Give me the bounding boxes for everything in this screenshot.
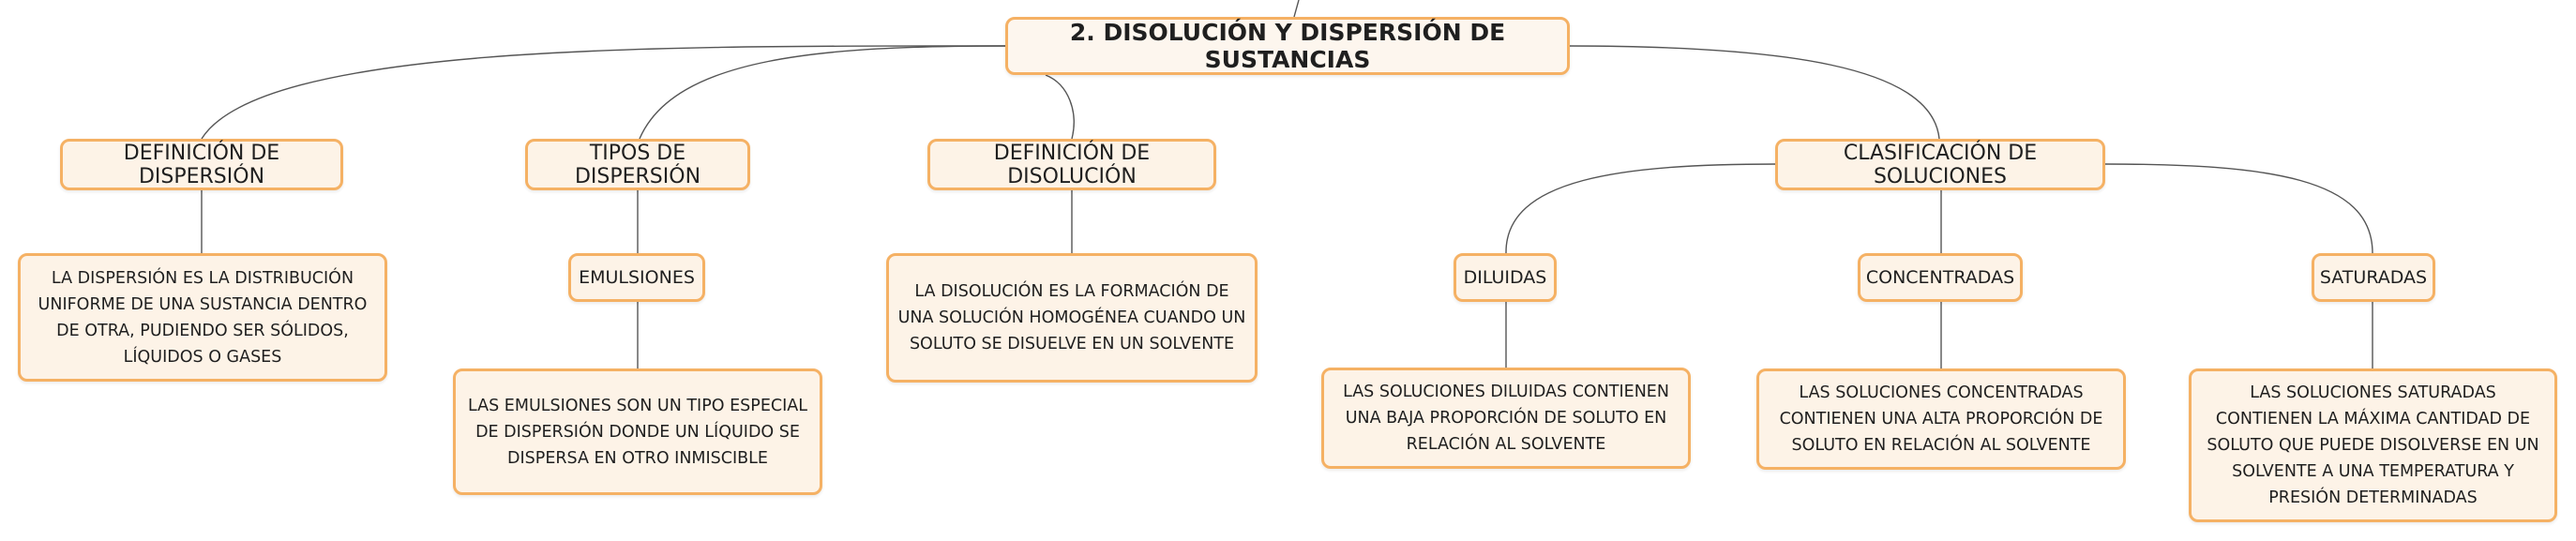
detail-diluidas[interactable]: LAS SOLUCIONES DILUIDAS CONTIENEN UNA BA… [1321, 368, 1691, 469]
subtopic-saturadas[interactable]: SATURADAS [2312, 253, 2435, 302]
connector-root-parent [1293, 0, 1300, 18]
topic-label: DEFINICIÓN DE DISOLUCIÓN [993, 141, 1151, 188]
connector-root-clasificacion [1567, 45, 1940, 140]
detail-concentradas[interactable]: LAS SOLUCIONES CONCENTRADAS CONTIENEN UN… [1756, 368, 2126, 470]
subtopic-label: EMULSIONES [579, 267, 695, 288]
detail-emulsiones[interactable]: LAS EMULSIONES SON UN TIPO ESPECIAL DE D… [453, 368, 822, 495]
detail-text: LAS SOLUCIONES DILUIDAS CONTIENEN UNA BA… [1343, 383, 1669, 454]
detail-definicion-dispersion[interactable]: LA DISPERSIÓN ES LA DISTRIBUCIÓN UNIFORM… [18, 253, 387, 382]
connector-clasificacion-diluidas [1505, 163, 1778, 254]
topic-clasificacion-soluciones[interactable]: CLASIFICACIÓN DE SOLUCIONES [1775, 139, 2105, 190]
detail-text: LAS SOLUCIONES CONCENTRADAS CONTIENEN UN… [1779, 383, 2103, 455]
detail-text: LA DISPERSIÓN ES LA DISTRIBUCIÓN UNIFORM… [38, 268, 368, 367]
connector-root-definicion-disolucion [1045, 74, 1075, 140]
connector-root-definicion-dispersion [201, 45, 1006, 140]
connector-clasificacion-saturadas [2104, 163, 2373, 254]
subtopic-label: CONCENTRADAS [1865, 267, 2015, 288]
subtopic-emulsiones[interactable]: EMULSIONES [568, 253, 705, 302]
topic-tipos-dispersion[interactable]: TIPOS DE DISPERSIÓN [525, 139, 750, 190]
detail-saturadas[interactable]: LAS SOLUCIONES SATURADAS CONTIENEN LA MÁ… [2189, 368, 2557, 522]
detail-text: LAS EMULSIONES SON UN TIPO ESPECIAL DE D… [468, 396, 807, 468]
subtopic-label: SATURADAS [2319, 267, 2428, 288]
topic-label: DEFINICIÓN DE DISPERSIÓN [123, 141, 280, 188]
detail-text: LA DISOLUCIÓN ES LA FORMACIÓN DE UNA SOL… [897, 282, 1246, 353]
root-label: 2. DISOLUCIÓN Y DISPERSIÓN DE SUSTANCIAS [1069, 19, 1506, 73]
subtopic-label: DILUIDAS [1463, 267, 1547, 288]
detail-text: LAS SOLUCIONES SATURADAS CONTIENEN LA MÁ… [2207, 383, 2539, 507]
connector-root-tipos-dispersion [639, 45, 1006, 140]
subtopic-concentradas[interactable]: CONCENTRADAS [1858, 253, 2023, 302]
topic-label: CLASIFICACIÓN DE SOLUCIONES [1843, 141, 2038, 188]
root-node[interactable]: 2. DISOLUCIÓN Y DISPERSIÓN DE SUSTANCIAS [1005, 17, 1570, 75]
topic-definicion-dispersion[interactable]: DEFINICIÓN DE DISPERSIÓN [60, 139, 343, 190]
topic-definicion-disolucion[interactable]: DEFINICIÓN DE DISOLUCIÓN [927, 139, 1216, 190]
topic-label: TIPOS DE DISPERSIÓN [574, 141, 701, 188]
subtopic-diluidas[interactable]: DILUIDAS [1454, 253, 1557, 302]
detail-definicion-disolucion[interactable]: LA DISOLUCIÓN ES LA FORMACIÓN DE UNA SOL… [886, 253, 1258, 383]
